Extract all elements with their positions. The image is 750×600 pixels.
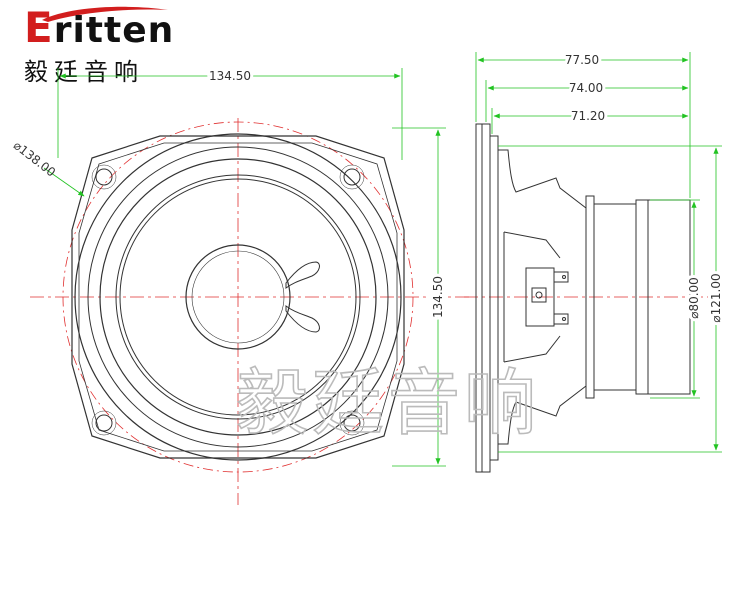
watermark-text: 毅廷音响: [236, 361, 540, 445]
side-basket-lower: [498, 385, 587, 445]
side-basket-upper: [498, 149, 587, 209]
side-dimensions: [475, 52, 722, 453]
front-lead-bottom: [285, 305, 320, 333]
logo-swoosh-icon: [42, 6, 168, 22]
front-diameter-leader: [43, 167, 85, 197]
side-depth-inner: 71.20: [571, 109, 605, 123]
side-gasket: [489, 135, 499, 461]
front-frame-outline: [71, 135, 405, 459]
front-dust-cap: [185, 244, 291, 350]
front-surround-inner: [99, 158, 377, 436]
front-gasket: [74, 133, 402, 461]
front-lead-top: [285, 261, 320, 289]
mount-hole-bl: [95, 414, 113, 432]
logo-wordmark: Eritten: [24, 7, 175, 51]
mount-hole-br: [343, 414, 361, 432]
front-dimensions: [43, 68, 446, 467]
front-cone-outer: [115, 174, 361, 420]
logo-company-name: 毅廷音响: [24, 58, 144, 86]
front-mounting-circle: [62, 121, 414, 473]
logo-initial: E: [24, 3, 54, 52]
front-surround-outer: [87, 146, 389, 448]
mount-hole-tr: [343, 168, 361, 186]
front-diameter-dim: ⌀138.00: [11, 138, 58, 179]
side-frame-diameter: ⌀121.00: [709, 273, 723, 322]
front-view: [30, 118, 470, 505]
side-terminal: [525, 267, 555, 327]
side-view: [464, 123, 708, 473]
front-height-dim: 134.50: [431, 276, 445, 318]
front-frame-inner: [78, 142, 398, 452]
front-cone-edge: [119, 178, 357, 416]
side-magnet-diameter: ⌀80.00: [687, 277, 701, 319]
front-width-dim: 134.50: [209, 69, 251, 83]
logo-rest: ritten: [53, 10, 175, 51]
mount-hole-tl: [95, 168, 113, 186]
side-depth-mid: 74.00: [569, 81, 603, 95]
side-depth-overall: 77.50: [565, 53, 599, 67]
